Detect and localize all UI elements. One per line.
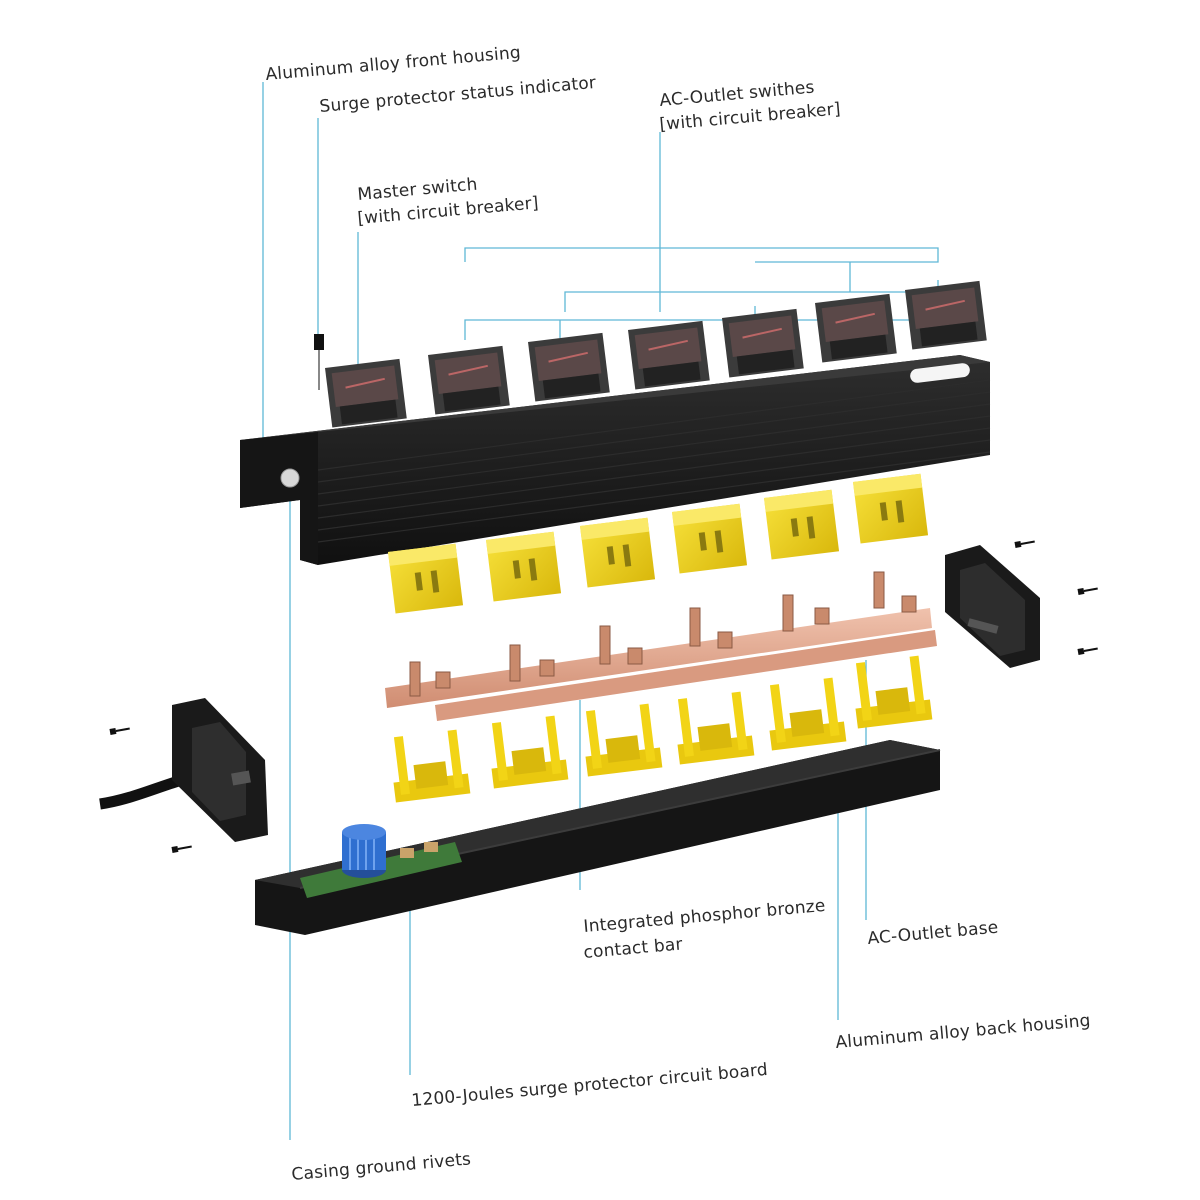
outlet-base-2 (491, 715, 569, 789)
outlet-switch-5 (815, 293, 897, 363)
outlet-face-3 (580, 517, 656, 588)
label-back-housing: Aluminum alloy back housing (835, 1011, 1092, 1053)
varistor-stack (342, 824, 386, 878)
outlet-face-2 (485, 531, 562, 602)
right-end-cap (945, 545, 1040, 668)
outlet-bases (393, 655, 933, 803)
outlet-face-4 (672, 503, 748, 574)
label-ground-rivets: Casing ground rivets (291, 1149, 472, 1185)
outlet-switch-4 (722, 308, 804, 378)
rocker-switches (325, 280, 987, 428)
label-contact-bar-1: Integrated phosphor bronze (583, 896, 827, 937)
outlet-base-6 (855, 655, 933, 729)
outlet-switch-6 (905, 280, 987, 350)
outlet-switch-3 (628, 320, 710, 390)
screw-icon (1077, 647, 1098, 655)
outlet-face-6 (853, 473, 929, 544)
label-circuit-board: 1200-Joules surge protector circuit boar… (411, 1060, 769, 1111)
label-contact-bar-2: contact bar (583, 934, 684, 963)
ground-rivet-icon (280, 468, 300, 488)
surge-circuit-board (300, 824, 462, 898)
status-indicator-led (314, 334, 324, 390)
outlet-base-1 (393, 729, 471, 803)
front-housing (240, 355, 991, 565)
label-outlet-base: AC-Outlet base (867, 918, 999, 949)
leader-lines (262, 82, 939, 1140)
outlet-faces (388, 473, 929, 614)
label-status-indicator: Surge protector status indicator (319, 73, 597, 117)
outlet-face-5 (764, 489, 840, 560)
left-end-cap (99, 698, 268, 842)
outlet-base-3 (585, 703, 663, 777)
master-switch (325, 358, 407, 428)
label-front-housing: Aluminum alloy front housing (265, 43, 522, 85)
outlet-base-4 (677, 691, 755, 765)
screw-icon (1014, 540, 1035, 548)
contact-bar (385, 571, 937, 721)
outlet-base-5 (769, 677, 847, 751)
screws (109, 540, 1098, 853)
screw-icon (1077, 587, 1098, 595)
outlet-switch-1 (428, 345, 510, 415)
screw-icon (171, 845, 192, 853)
screw-icon (109, 727, 130, 735)
outlet-switch-2 (528, 332, 610, 402)
outlet-face-1 (388, 543, 464, 614)
